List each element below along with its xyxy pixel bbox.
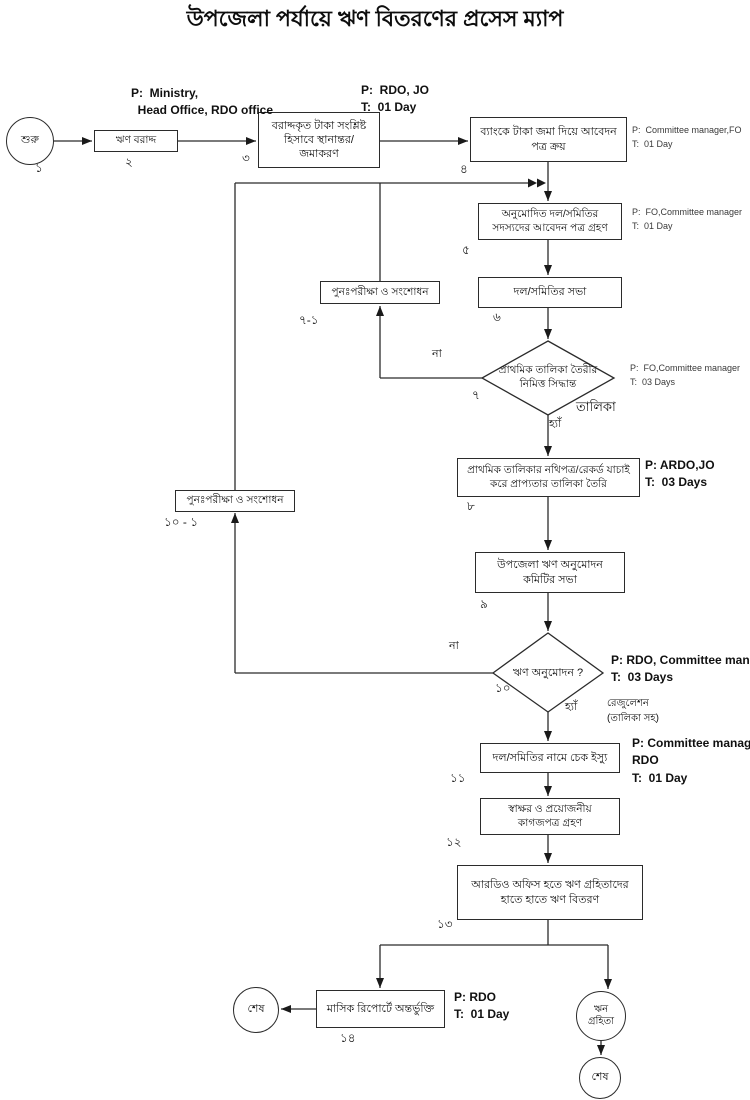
annotation-decision-list: P: FO,Committee manager T: 03 Days [630,363,741,387]
annotation-cheque: P: Committee manager, RDO T: 01 Day [632,736,750,785]
annotation-buy-form: P: Committee manager,FO T: 01 Day [632,125,742,149]
step-number-1: ১ [35,161,43,175]
flow-edges [54,137,612,1055]
step-monthly-report: মাসিক রিপোর্টে অন্তর্ভুক্তি [316,990,445,1028]
step-verify-records: প্রাথমিক তালিকার নথিপত্র/রেকর্ড যাচাই কর… [457,458,640,497]
step-number-14: ১৪ [340,1031,356,1045]
step-recheck-correction-1: পুনঃপরীক্ষা ও সংশোধন [320,281,440,304]
step-recheck-correction-2: পুনঃপরীক্ষা ও সংশোধন [175,490,295,512]
step-number-6: ৬ [493,310,501,324]
step-number-11: ১১ [450,771,466,785]
decision-shapes [480,340,616,713]
branch-label-yes-1: হ্যাঁ [549,418,562,430]
step-loan-disbursement: আরডিও অফিস হতে ঋণ গ্রহিতাদের হাতে হাতে ঋ… [457,865,643,920]
step-signature-documents: স্বাক্ষর ও প্রয়োজনীয় কাগজপত্র গ্রহণ [480,798,620,835]
decision-loan-approval-label: ঋণ অনুমোদন ? [512,666,584,679]
step-number-9: ৯ [480,597,488,611]
page-title: উপজেলা পর্যায়ে ঋণ বিতরণের প্রসেস ম্যাপ [186,6,564,31]
end-node-bottom: শেষ [579,1057,621,1099]
decision-primary-list-shape [480,340,616,416]
step-number-2: ২ [125,155,133,169]
step-number-7: ৭ [472,388,480,402]
step-upazila-approval-meeting: উপজেলা ঋণ অনুমোদন কমিটির সভা [475,552,625,593]
annotation-allocation: P: Ministry, Head Office, RDO office [131,86,274,118]
start-node: শুরু [6,117,54,165]
annotation-report: P: RDO T: 01 Day [454,990,510,1022]
document-label-list: তালিকা [576,399,616,414]
step-number-5: ৫ [462,243,470,257]
decision-primary-list-label: প্রাথমিক তালিকা তৈরীর নিমিত্ত সিদ্ধান্ত [498,364,598,390]
step-number-3: ৩ [242,151,250,165]
annotation-receive-applications: P: FO,Committee manager T: 01 Day [632,207,743,231]
step-number-8: ৮ [467,499,475,513]
branch-label-no-2: না [449,640,459,652]
step-receive-applications: অনুমোদিত দল/সমিতির সদস্যদের আবেদন পত্র গ… [478,203,622,240]
annotation-decision-approval: P: RDO, Committee manager, T: 03 Days [611,653,750,685]
end-node-left: শেষ [233,987,279,1033]
step-number-7-1: ৭-১ [299,313,319,327]
step-number-10-1: ১০ - ১ [164,515,199,529]
step-number-12: ১২ [446,835,462,849]
branch-label-yes-2: হ্যাঁ [565,701,578,713]
double-arrowhead-merge [528,178,546,188]
decision-loan-approval-shape [491,632,605,713]
document-label-resolution: রেজুলেশন (তালিকা সহ) [607,698,659,724]
step-cheque-issue: দল/সমিতির নামে চেক ইস্যু [480,743,620,773]
step-number-13: ১৩ [437,917,453,931]
step-transfer-deposit: বরাদ্দকৃত টাকা সংশ্লিষ্ট হিসাবে স্থানান্… [258,112,380,168]
step-society-meeting: দল/সমিতির সভা [478,277,622,308]
step-loan-allocation: ঋণ বরাদ্দ [94,130,178,152]
annotation-verify: P: ARDO,JO T: 03 Days [645,458,715,490]
step-number-4: ৪ [460,162,468,176]
step-number-10: ১০ [495,681,511,695]
branch-label-no-1: না [432,348,442,360]
loan-recipient-node: ঋন গ্রহিতা [576,991,626,1041]
step-buy-application-form: ব্যাংকে টাকা জমা দিয়ে আবেদন পত্র ক্রয় [470,117,627,162]
annotation-transfer: P: RDO, JO T: 01 Day [361,83,430,115]
